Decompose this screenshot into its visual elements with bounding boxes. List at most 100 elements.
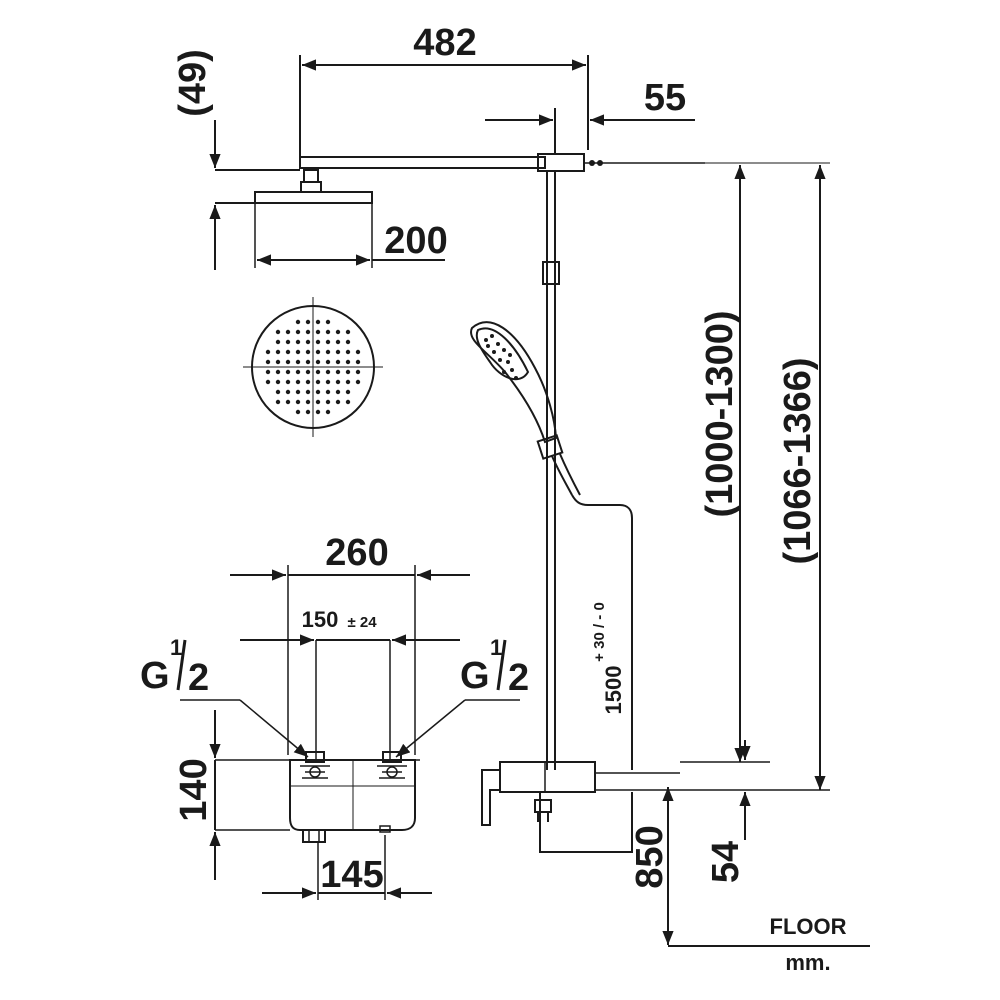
nozzle-dot [325,379,331,385]
nozzle-dot [265,369,271,375]
nozzle-dot [285,369,291,375]
hand-nozzle-dot [502,370,506,374]
nozzle-dot [285,399,291,405]
nozzle-dot [275,399,281,405]
dim-150-tolerance: ± 24 [347,614,377,631]
nozzle-dot [345,349,351,355]
floor-label: FLOOR [770,914,847,939]
hand-nozzle-dot [510,368,514,372]
thread-label-left: G 1 2 [140,635,309,758]
dim-1000-1300-label: (1000-1300) [699,310,741,517]
dim-482-label: 482 [413,22,476,64]
hand-nozzle-dot [486,344,490,348]
nozzle-dot [295,329,301,335]
nozzle-dot [315,399,321,405]
thread-right-num: 1 [490,635,502,660]
nozzle-dot [325,409,331,415]
dim-145-label: 145 [320,854,383,896]
nozzle-dot [355,349,361,355]
nozzle-dot [315,369,321,375]
hand-nozzle-dot [490,334,494,338]
nozzle-dot [305,319,311,325]
nozzle-dot [335,339,341,345]
nozzle-dot [325,389,331,395]
nozzle-dot [295,349,301,355]
nozzle-dot [325,319,331,325]
nozzle-dot [275,339,281,345]
nozzle-dot [345,399,351,405]
hand-nozzle-dot [506,360,510,364]
nozzle-dot [315,409,321,415]
nozzle-dot [275,329,281,335]
dim-49-label: (49) [172,49,214,117]
nozzle-dot [355,369,361,375]
nozzle-dot [275,359,281,365]
nozzle-dot [345,329,351,335]
nozzle-dot [285,359,291,365]
nozzle-dot [305,349,311,355]
dim-1066-1366-label: (1066-1366) [777,357,819,564]
dim-1000-1300: (1000-1300) [699,165,746,762]
hand-nozzles [484,334,518,380]
nozzle-dot [315,349,321,355]
nozzle-dot [325,349,331,355]
nozzle-dot [265,349,271,355]
nozzle-dot [335,399,341,405]
nozzle-dot [295,379,301,385]
dim-1066-1366: (1066-1366) [777,165,826,790]
rail-slider [542,261,560,285]
nozzle-dot [275,369,281,375]
dim-55: 55 [485,77,695,155]
nozzle-dot [335,329,341,335]
thread-left-den: 2 [188,657,209,699]
hand-nozzle-dot [498,358,502,362]
nozzle-grid [265,319,361,415]
shower-head-side: 200 [254,169,448,268]
nozzle-dot [275,389,281,395]
thread-label-right: G 1 2 [395,635,529,758]
nozzle-dot [285,329,291,335]
dim-140-label: 140 [173,758,215,821]
nozzle-dot [335,379,341,385]
nozzle-dot [315,319,321,325]
nozzle-dot [345,379,351,385]
nozzle-dot [305,359,311,365]
nozzle-dot [325,359,331,365]
nozzle-dot [285,339,291,345]
hand-nozzle-dot [492,350,496,354]
riser-rail [542,171,560,770]
nozzle-dot [285,389,291,395]
nozzle-dot [295,359,301,365]
shower-head-top [243,297,383,437]
dim-850-label: 850 [629,825,671,888]
floor-reference: FLOOR mm. [668,914,870,975]
thread-left-base: G [140,655,170,697]
dim-145: 145 [262,835,432,900]
nozzle-dot [315,339,321,345]
nozzle-dot [305,379,311,385]
nozzle-dot [315,329,321,335]
nozzle-dot [335,369,341,375]
nozzle-dot [265,359,271,365]
hand-shower [470,321,633,770]
nozzle-dot [315,359,321,365]
dim-1500-tolerance: + 30 / - 0 [591,602,608,662]
hand-nozzle-dot [496,342,500,346]
nozzle-dot [295,319,301,325]
nozzle-dot [275,349,281,355]
nozzle-dot [335,359,341,365]
nozzle-dot [305,399,311,405]
mixer-ref-lines [680,761,830,791]
shower-arm [299,153,830,172]
hand-nozzle-dot [514,376,518,380]
nozzle-dot [335,389,341,395]
hand-nozzle-dot [484,338,488,342]
nozzle-dot [315,389,321,395]
nozzle-dot [315,379,321,385]
nozzle-dot [285,349,291,355]
nozzle-dot [305,369,311,375]
dim-150-label: 150 [302,607,339,632]
nozzle-dot [305,329,311,335]
